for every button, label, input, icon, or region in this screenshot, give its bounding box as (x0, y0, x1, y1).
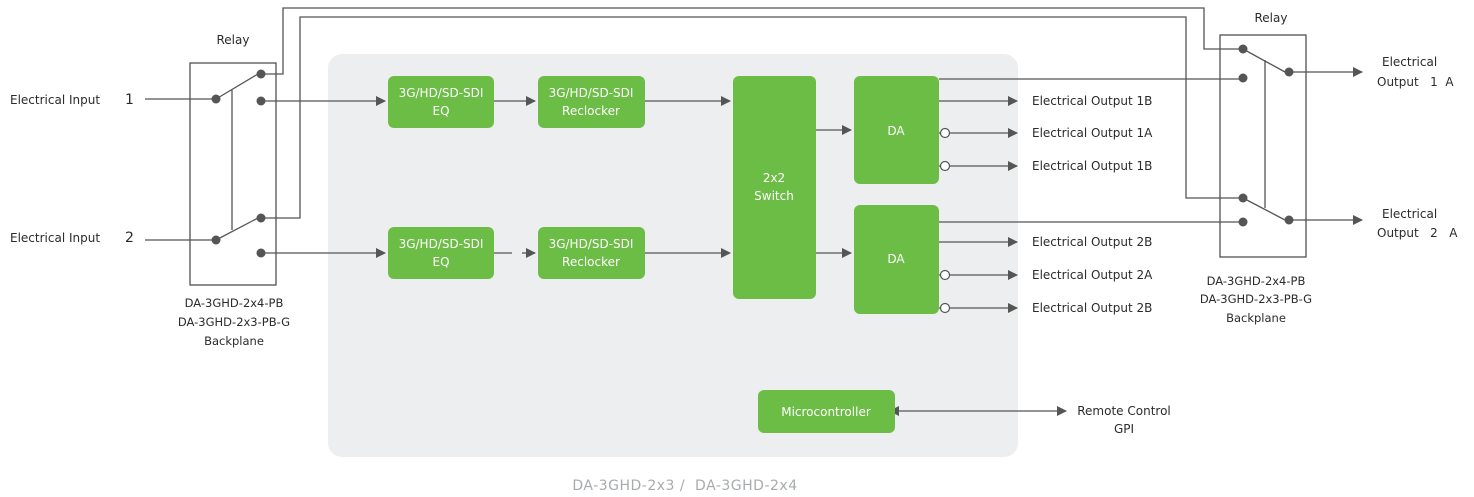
output-2-c: Electrical Output 2B (1032, 301, 1152, 315)
relay-right-caption-2: DA-3GHD-2x3-PB-G (1200, 292, 1312, 306)
output-1-a: Electrical Output 1B (1032, 94, 1152, 108)
relay-output-1-line1: Electrical (1382, 55, 1437, 69)
eq-1-line2: EQ (432, 104, 449, 118)
signal-wires (261, 78, 1243, 416)
microcontroller-block (758, 390, 895, 433)
eq-2-line2: EQ (432, 255, 449, 269)
relay-right-caption-1: DA-3GHD-2x4-PB (1207, 274, 1306, 288)
switch-block (733, 76, 816, 299)
output-1-c: Electrical Output 1B (1032, 159, 1152, 173)
relay-right-title: Relay (1255, 11, 1288, 25)
reclocker-2-block (538, 227, 645, 279)
da-1-label: DA (887, 124, 905, 138)
input-1-number: 1 (125, 92, 134, 108)
gpi-label: GPI (1114, 422, 1134, 436)
input-2-label: Electrical Input (10, 231, 100, 245)
microcontroller-label: Microcontroller (781, 405, 871, 419)
da-2-block (854, 205, 939, 314)
relay-output-2-line1: Electrical (1382, 207, 1437, 221)
relay-left-caption-3: Backplane (204, 334, 264, 348)
output-1-b: Electrical Output 1A (1032, 126, 1153, 140)
input-1-label: Electrical Input (10, 93, 100, 107)
remote-control-label: Remote Control (1077, 404, 1171, 418)
eq-2-line1: 3G/HD/SD-SDI (399, 237, 484, 251)
model-footer: DA-3GHD-2x3 / DA-3GHD-2x4 (572, 478, 797, 494)
relay-output-1-line2: Output 1 A (1377, 75, 1454, 89)
output-2-a: Electrical Output 2B (1032, 235, 1152, 249)
reclocker-2-line2: Reclocker (562, 255, 620, 269)
da-1-block (854, 76, 939, 184)
relay-right-caption-3: Backplane (1226, 311, 1286, 325)
relay-left-box (189, 62, 277, 286)
input-2-number: 2 (125, 230, 134, 246)
reclocker-2-line1: 3G/HD/SD-SDI (549, 237, 634, 251)
relay-right-wiring (1238, 44, 1363, 227)
da-2-label: DA (887, 252, 905, 266)
eq-1-line1: 3G/HD/SD-SDI (399, 86, 484, 100)
reclocker-1-line1: 3G/HD/SD-SDI (549, 86, 634, 100)
relay-right-box (1219, 34, 1307, 258)
relay-left-wiring (145, 7, 1242, 258)
eq-2-block (388, 227, 494, 279)
output-2-b: Electrical Output 2A (1032, 268, 1153, 282)
switch-line2: Switch (754, 189, 794, 203)
relay-left-title: Relay (217, 33, 250, 47)
relay-output-2-line2: Output 2 A (1377, 226, 1458, 240)
reclocker-1-line2: Reclocker (562, 104, 620, 118)
switch-line1: 2x2 (763, 171, 785, 185)
relay-left-caption-1: DA-3GHD-2x4-PB (185, 296, 284, 310)
eq-1-block (388, 76, 494, 128)
relay-left-caption-2: DA-3GHD-2x3-PB-G (178, 315, 290, 329)
reclocker-1-block (538, 76, 645, 128)
device-panel (328, 54, 1018, 457)
